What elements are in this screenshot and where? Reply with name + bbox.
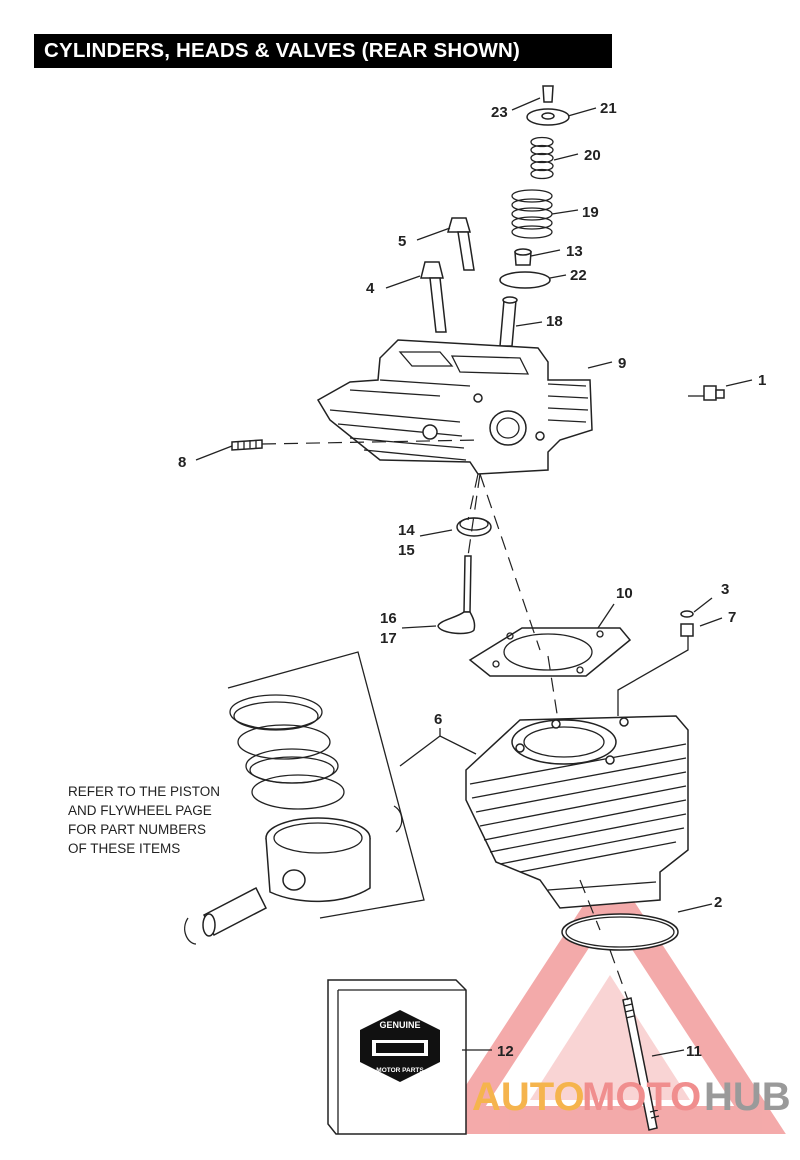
callout-15: 15 <box>398 542 415 559</box>
note-line: REFER TO THE PISTON <box>68 784 220 799</box>
piston-part <box>265 817 371 903</box>
callout-17: 17 <box>380 630 397 647</box>
callout-14: 14 <box>398 522 415 539</box>
valve-part <box>437 555 476 635</box>
pushrod-tube-upper-part <box>447 217 475 271</box>
callout-6: 6 <box>434 711 442 728</box>
callout-5: 5 <box>398 233 406 250</box>
logo-bottom-text: MOTOR PARTS <box>376 1067 424 1074</box>
upper-spring-collar-part <box>526 108 570 126</box>
cylinder-part <box>465 715 689 909</box>
callout-4: 4 <box>366 280 375 297</box>
callout-23: 23 <box>491 104 508 121</box>
note-line: AND FLYWHEEL PAGE <box>68 803 212 818</box>
callout-12: 12 <box>497 1043 514 1060</box>
callout-18: 18 <box>546 313 563 330</box>
callout-9: 9 <box>618 355 626 372</box>
valve-seat-part <box>456 517 492 537</box>
callout-16: 16 <box>380 610 397 627</box>
genuine-parts-box <box>327 979 467 1135</box>
cylinder-head-part <box>316 339 593 475</box>
note-line: OF THESE ITEMS <box>68 841 180 856</box>
page-title: CYLINDERS, HEADS & VALVES (REAR SHOWN) <box>34 34 612 68</box>
lower-spring-collar-part <box>499 271 551 289</box>
alignment-lines <box>261 395 704 1001</box>
callout-3: 3 <box>721 581 729 598</box>
note-line: FOR PART NUMBERS <box>68 822 206 837</box>
reference-note: REFER TO THE PISTON AND FLYWHEEL PAGE FO… <box>68 784 220 856</box>
outer-valve-spring-part <box>511 189 553 239</box>
callout-20: 20 <box>584 147 601 164</box>
pushrod-tube-lower-part <box>420 261 447 333</box>
inner-valve-spring-part <box>530 136 554 180</box>
leader-lines <box>195 97 753 1057</box>
piston-pin-clip-part <box>184 805 403 945</box>
callout-7: 7 <box>728 609 736 626</box>
piston-pin-part <box>202 886 268 937</box>
callout-labels: 23 21 20 19 5 13 22 4 18 9 1 8 14 15 10 … <box>178 100 766 1060</box>
piston-rings-part <box>229 694 345 810</box>
cylinder-stud-part <box>622 997 660 1131</box>
watermark-auto: AUTO <box>472 1075 585 1119</box>
valve-stem-seal-part <box>514 248 532 266</box>
callout-11: 11 <box>686 1043 702 1060</box>
callout-8: 8 <box>178 454 186 471</box>
callout-22: 22 <box>570 267 587 284</box>
callout-19: 19 <box>582 204 599 221</box>
plug-part <box>703 385 725 401</box>
cylinder-oring-part <box>561 913 679 951</box>
logo-top-text: GENUINE <box>379 1020 420 1030</box>
watermark-moto: MOTO <box>582 1075 701 1119</box>
callout-13: 13 <box>566 243 583 260</box>
valve-keeper-part <box>542 85 554 103</box>
watermark-text: AUTO MOTO HUB <box>472 1075 791 1119</box>
valve-guide-part <box>499 296 518 347</box>
callout-2: 2 <box>714 894 722 911</box>
genuine-logo: GENUINE MOTOR PARTS <box>372 1020 428 1074</box>
callout-10: 10 <box>616 585 633 602</box>
piston-group-bracket <box>227 651 425 919</box>
head-stud-part <box>231 439 263 451</box>
watermark-logo <box>434 864 786 1134</box>
callout-1: 1 <box>758 372 766 389</box>
callout-21: 21 <box>600 100 617 117</box>
dowel-pin-part <box>680 623 694 637</box>
watermark-hub: HUB <box>704 1075 791 1119</box>
dowel-oring-part <box>680 610 694 618</box>
head-gasket-part <box>468 627 632 677</box>
